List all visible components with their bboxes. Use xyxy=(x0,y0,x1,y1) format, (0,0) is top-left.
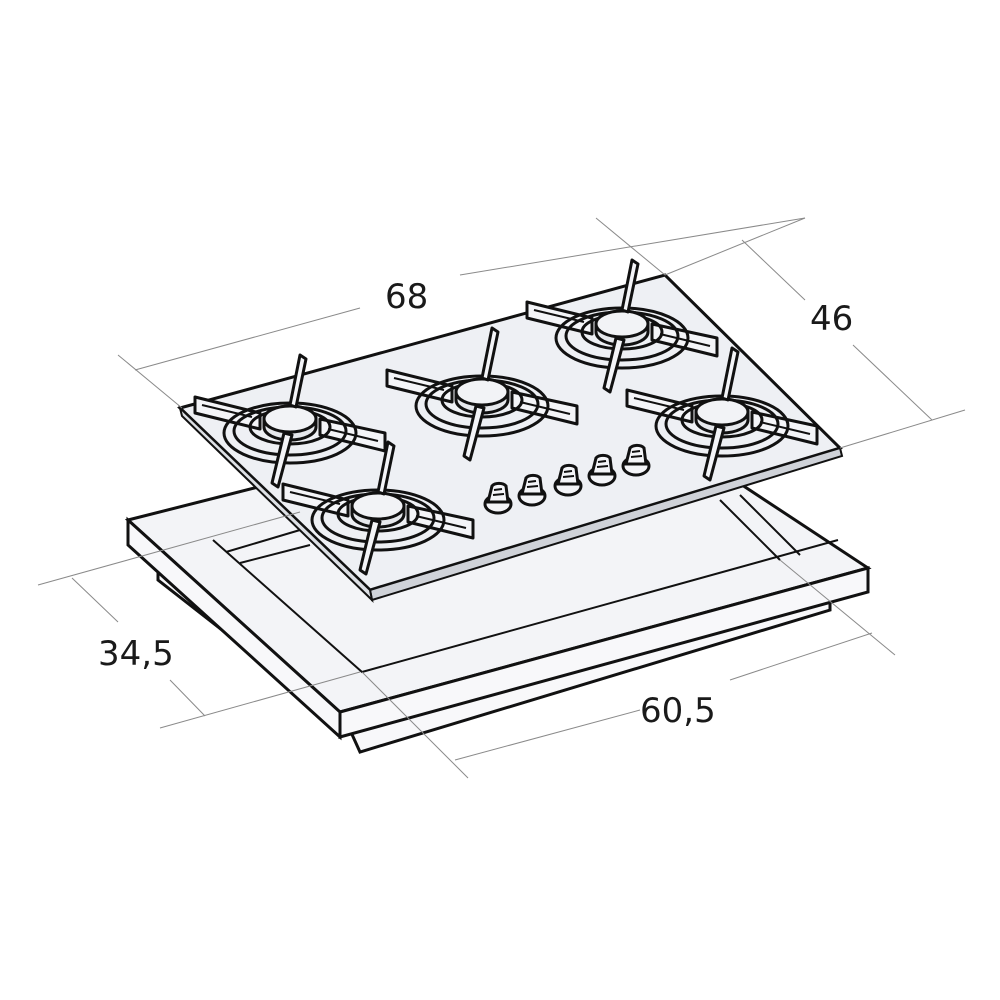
dimension-lines xyxy=(37,217,966,779)
ext-line-605-left xyxy=(361,671,469,779)
cooktop-left-edge xyxy=(178,404,374,603)
ext-line-345-bottom xyxy=(159,671,361,729)
ext-line-46-bottom xyxy=(839,409,966,449)
ext-line-345-top xyxy=(37,511,301,586)
ext-line-46-top xyxy=(664,217,806,276)
dim-line-46-b xyxy=(852,344,933,421)
frame-step-line xyxy=(719,499,781,561)
dimension-label-depth: 46 xyxy=(810,299,853,339)
dim-line-345-b xyxy=(169,679,206,717)
ext-line-68-left xyxy=(117,354,183,409)
dim-line-46-a xyxy=(741,239,806,301)
dimension-label-width: 68 xyxy=(385,277,428,317)
frame-step-line xyxy=(225,529,301,553)
dimension-label-cutout-depth: 34,5 xyxy=(98,634,174,674)
dim-line-605-b xyxy=(729,632,873,681)
dimension-label-cutout-width: 60,5 xyxy=(640,691,716,731)
dim-line-345-a xyxy=(71,577,119,623)
frame-front-edge xyxy=(338,566,870,739)
frame-step-line xyxy=(739,494,801,556)
ext-line-605-right xyxy=(779,559,896,656)
dim-line-68-a xyxy=(134,307,361,371)
dim-line-68-b xyxy=(459,217,806,276)
frame-step-line xyxy=(239,544,311,564)
dim-line-605-a xyxy=(454,709,641,761)
